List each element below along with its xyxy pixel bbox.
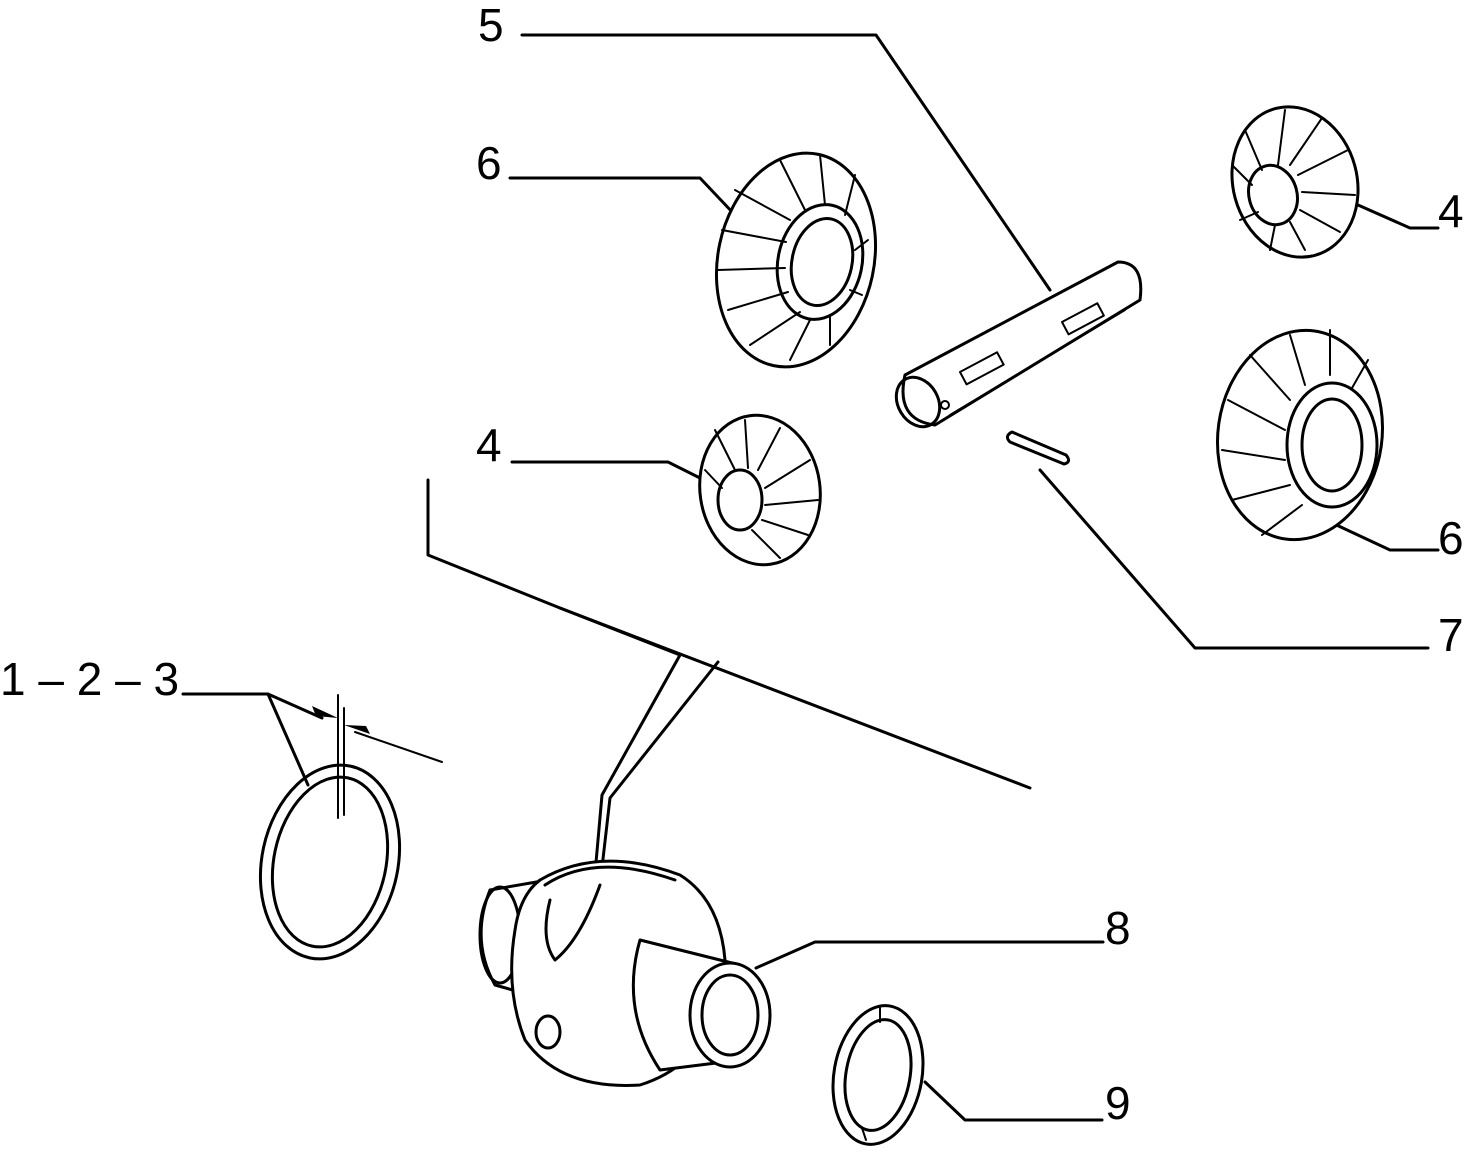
leader-6-upper <box>508 176 737 217</box>
differential-case <box>478 859 772 1087</box>
callout-1-2-3: 1 – 2 – 3 <box>0 653 180 705</box>
leader-9 <box>923 1080 1104 1122</box>
assembly-line-inner <box>598 660 720 887</box>
dim-extension <box>354 731 443 763</box>
callout-4-lower: 4 <box>476 419 502 471</box>
leader-123-a <box>181 692 310 787</box>
leader-lines <box>181 33 1440 1122</box>
leader-5 <box>520 33 1052 292</box>
dim-arrow-right <box>344 725 370 734</box>
assembly-line-left <box>426 478 682 887</box>
side-gear-upper <box>714 151 878 369</box>
roll-pin <box>1005 430 1071 466</box>
callout-8: 8 <box>1105 902 1131 954</box>
leader-4-upper <box>1356 203 1440 230</box>
callout-4-upper: 4 <box>1438 185 1464 237</box>
thrust-washer <box>831 1004 925 1146</box>
pinion-gear-lower <box>698 413 822 567</box>
dim-arrow-left <box>312 706 338 718</box>
side-gear-lower <box>1215 328 1385 542</box>
callout-6-upper: 6 <box>476 137 502 189</box>
assembly-line-long <box>558 606 1032 790</box>
leader-123-b <box>266 692 324 720</box>
leader-4-lower <box>510 460 702 480</box>
pinion-shaft <box>894 260 1143 429</box>
leader-8 <box>754 940 1105 970</box>
shim-ring <box>258 763 402 961</box>
leader-7 <box>1038 468 1430 650</box>
callout-7: 7 <box>1438 609 1464 661</box>
callout-5: 5 <box>478 0 504 51</box>
callout-9: 9 <box>1105 1077 1131 1129</box>
leader-6-lower <box>1328 520 1440 552</box>
pinion-gear-upper <box>1230 105 1360 259</box>
callout-6-lower: 6 <box>1438 512 1464 564</box>
